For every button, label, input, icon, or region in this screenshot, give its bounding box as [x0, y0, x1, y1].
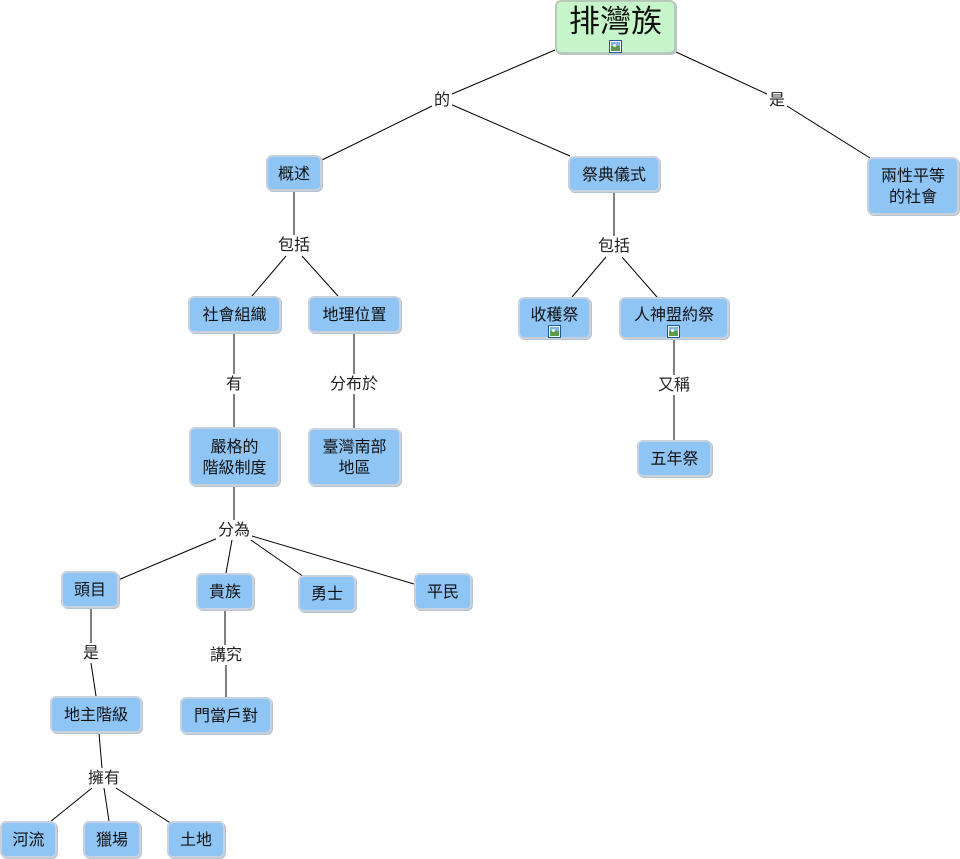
connector-line: [786, 105, 871, 159]
concept-covenant-label: 人神盟約祭: [633, 304, 714, 324]
concept-covenant[interactable]: 人神盟約祭: [619, 297, 729, 339]
concept-hunting-ground-label: 獵場: [95, 830, 128, 849]
concept-matching-family[interactable]: 門當戶對: [180, 697, 272, 734]
connector-line: [90, 662, 97, 697]
concept-hierarchy-label: 嚴格的 階級制度: [202, 436, 267, 477]
concept-commoner[interactable]: 平民: [414, 573, 472, 610]
link-label-emphasize[interactable]: 講究: [207, 645, 245, 665]
concept-five-year[interactable]: 五年祭: [637, 440, 712, 477]
concept-geo-location[interactable]: 地理位置: [308, 296, 401, 333]
connector-line: [321, 105, 433, 161]
image-icon[interactable]: [547, 325, 561, 338]
concept-chief-label: 頭目: [73, 580, 106, 599]
concept-landlord[interactable]: 地主階級: [50, 696, 142, 733]
concept-root[interactable]: 排灣族: [555, 0, 676, 54]
concept-river-label: 河流: [12, 830, 45, 849]
concept-overview-label: 概述: [277, 163, 310, 183]
link-label-is[interactable]: 是: [766, 90, 788, 110]
concept-ceremony[interactable]: 祭典儀式: [568, 156, 660, 192]
concept-social-org[interactable]: 社會組織: [188, 296, 281, 333]
concept-geo-location-label: 地理位置: [322, 305, 387, 324]
link-label-aka[interactable]: 又稱: [655, 375, 693, 395]
concept-noble[interactable]: 貴族: [196, 573, 254, 610]
concept-south-taiwan[interactable]: 臺灣南部 地區: [308, 428, 401, 486]
connector-line: [675, 51, 768, 95]
concept-land-label: 土地: [179, 830, 212, 849]
connector-line: [103, 787, 110, 822]
image-icon[interactable]: [667, 325, 680, 338]
concept-hunting-ground[interactable]: 獵場: [83, 821, 141, 858]
connector-line: [115, 787, 173, 825]
concept-gender-equal[interactable]: 兩性平等 的社會: [867, 157, 959, 215]
concept-noble-label: 貴族: [208, 582, 241, 601]
connector-line: [117, 537, 219, 581]
connector-line: [449, 103, 571, 157]
image-icon[interactable]: [608, 40, 622, 53]
connector-line: [571, 256, 607, 298]
concept-harvest-label: 收穫祭: [530, 304, 579, 324]
concept-social-org-label: 社會組織: [202, 305, 267, 324]
link-label-divided-into[interactable]: 分為: [215, 520, 253, 540]
link-label-is[interactable]: 是: [80, 643, 102, 663]
connector-line: [301, 255, 339, 297]
concept-hierarchy[interactable]: 嚴格的 階級制度: [189, 427, 280, 486]
connector-line: [621, 256, 658, 298]
concept-root-label: 排灣族: [569, 4, 662, 40]
connector-line: [251, 535, 415, 585]
concept-south-taiwan-label: 臺灣南部 地區: [322, 437, 387, 477]
concept-commoner-label: 平民: [426, 582, 459, 601]
concept-river[interactable]: 河流: [0, 821, 57, 858]
connector-line: [247, 537, 305, 578]
concept-chief[interactable]: 頭目: [61, 571, 119, 608]
concept-five-year-label: 五年祭: [650, 449, 699, 468]
connector-line: [49, 787, 93, 823]
concept-landlord-label: 地主階級: [63, 705, 128, 724]
concept-warrior-label: 勇士: [310, 584, 343, 603]
concept-overview[interactable]: 概述: [266, 155, 322, 191]
link-label-own[interactable]: 擁有: [85, 768, 123, 788]
concept-ceremony-label: 祭典儀式: [581, 164, 646, 184]
link-label-includes[interactable]: 包括: [595, 236, 633, 256]
link-label-distributed-in[interactable]: 分布於: [327, 374, 381, 394]
concept-warrior[interactable]: 勇士: [298, 575, 356, 612]
concept-harvest[interactable]: 收穫祭: [518, 297, 591, 339]
link-label-includes[interactable]: 包括: [275, 235, 313, 255]
connector-line: [98, 732, 103, 769]
link-label-has[interactable]: 有: [223, 374, 245, 394]
concept-land[interactable]: 土地: [167, 821, 225, 858]
connector-line: [225, 539, 233, 574]
concept-gender-equal-label: 兩性平等 的社會: [880, 166, 945, 206]
link-label-of[interactable]: 的: [431, 90, 453, 110]
connector-line: [451, 49, 556, 95]
connector-line: [251, 255, 287, 297]
concept-matching-family-label: 門當戶對: [193, 706, 258, 725]
